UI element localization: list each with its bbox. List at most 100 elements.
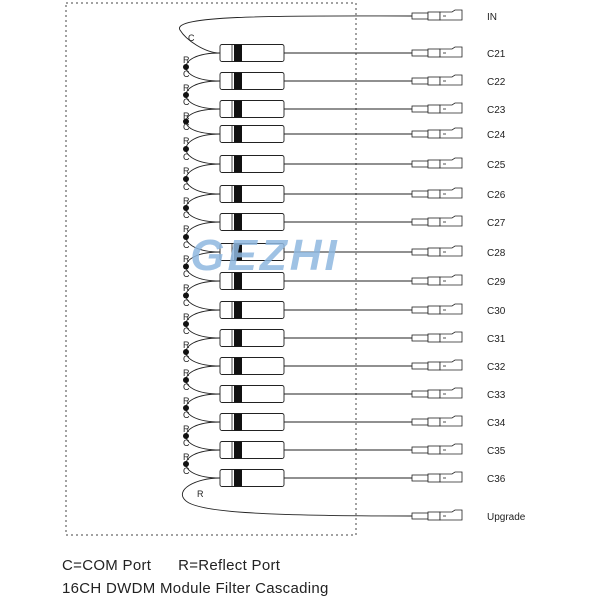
filter-C29 <box>219 272 285 290</box>
reflect-marker: R <box>183 166 190 176</box>
reflect-marker: R <box>183 55 190 65</box>
channel-label-C32: C32 <box>487 362 506 373</box>
connector-body <box>427 305 441 315</box>
watermark: GEZHI <box>190 231 339 280</box>
cascade-link <box>185 365 221 395</box>
filter-body <box>219 441 285 459</box>
channel-connector <box>411 443 463 455</box>
filter-C36 <box>219 469 285 487</box>
splice-dot <box>183 234 189 240</box>
diagram-caption: 16CH DWDM Module Filter Cascading <box>62 580 329 597</box>
filter-C22 <box>219 72 285 90</box>
reflect-marker: R <box>197 489 204 499</box>
channel-label-C25: C25 <box>487 160 506 171</box>
filter-C24 <box>219 125 285 143</box>
channel-connector <box>411 471 463 483</box>
channel-label-C24: C24 <box>487 130 506 141</box>
connector-body <box>427 48 441 58</box>
connector-boot <box>411 49 429 57</box>
channel-label-C34: C34 <box>487 418 506 429</box>
cascade-link <box>185 421 221 451</box>
connector-latch <box>439 471 463 483</box>
channel-connector <box>411 245 463 257</box>
input-port-label: IN <box>487 12 497 23</box>
channel-label-C21: C21 <box>487 49 506 60</box>
connector-boot <box>411 362 429 370</box>
connector-body <box>427 276 441 286</box>
cascade-link <box>185 108 221 135</box>
filter-element <box>234 329 242 347</box>
splice-dot <box>183 461 189 467</box>
filter-element <box>234 100 242 118</box>
filter-element <box>234 469 242 487</box>
filter-element <box>234 441 242 459</box>
com-marker: C <box>183 326 190 336</box>
filter-body <box>219 301 285 319</box>
splice-dot <box>183 292 189 299</box>
splice-dot <box>183 205 189 211</box>
connector-latch <box>439 387 463 399</box>
filter-body <box>219 329 285 347</box>
com-marker: C <box>183 410 190 420</box>
cascade-link <box>185 163 221 195</box>
connector-boot <box>411 512 429 520</box>
filter-C26 <box>219 185 285 203</box>
connector-latch <box>439 46 463 58</box>
connector-body <box>427 389 441 399</box>
com-marker: C <box>183 69 190 79</box>
channel-connector <box>411 187 463 199</box>
filter-C21 <box>219 44 285 62</box>
reflect-marker: R <box>183 424 190 434</box>
filter-element <box>234 243 242 261</box>
connector-latch <box>439 157 463 169</box>
connector-latch <box>439 127 463 139</box>
reflect-marker: R <box>183 368 190 378</box>
filter-C27 <box>219 213 285 231</box>
connector-body <box>427 104 441 114</box>
channel-label-C29: C29 <box>487 277 506 288</box>
channel-connector <box>411 274 463 286</box>
filter-body <box>219 357 285 375</box>
connector-boot <box>411 105 429 113</box>
filter-C32 <box>219 357 285 375</box>
connector-body <box>427 333 441 343</box>
com-marker: C <box>188 33 195 43</box>
connector-body <box>427 511 441 521</box>
splice-dot <box>183 176 189 182</box>
connector-latch <box>439 274 463 286</box>
filter-body <box>219 100 285 118</box>
channel-label-C23: C23 <box>487 105 506 116</box>
cascade-link <box>185 449 221 479</box>
connector-body <box>427 159 441 169</box>
filter-element <box>234 72 242 90</box>
filter-body <box>219 125 285 143</box>
filter-element <box>234 155 242 173</box>
com-marker: C <box>183 382 190 392</box>
filter-C31 <box>219 329 285 347</box>
cascade-link <box>185 133 221 165</box>
channel-connector <box>411 415 463 427</box>
reflect-marker: R <box>183 452 190 462</box>
connector-body <box>427 247 441 257</box>
connector-body <box>427 473 441 483</box>
filter-C28 <box>219 243 285 261</box>
splice-dot <box>183 321 189 327</box>
upgrade-connector <box>411 509 463 521</box>
splice-dot <box>183 349 189 355</box>
filter-body <box>219 385 285 403</box>
cascade-link <box>185 309 221 339</box>
cascade-link <box>185 280 221 311</box>
reflect-marker: R <box>183 312 190 322</box>
channel-connector <box>411 46 463 58</box>
connector-latch <box>439 415 463 427</box>
connector-latch <box>439 331 463 343</box>
reflect-marker: R <box>183 396 190 406</box>
filter-body <box>219 72 285 90</box>
upgrade-fiber <box>182 477 413 517</box>
reflect-marker: R <box>183 196 190 206</box>
reflect-marker: R <box>183 340 190 350</box>
com-marker: C <box>183 97 190 107</box>
channel-label-C31: C31 <box>487 334 506 345</box>
connector-boot <box>411 277 429 285</box>
connector-latch <box>439 359 463 371</box>
